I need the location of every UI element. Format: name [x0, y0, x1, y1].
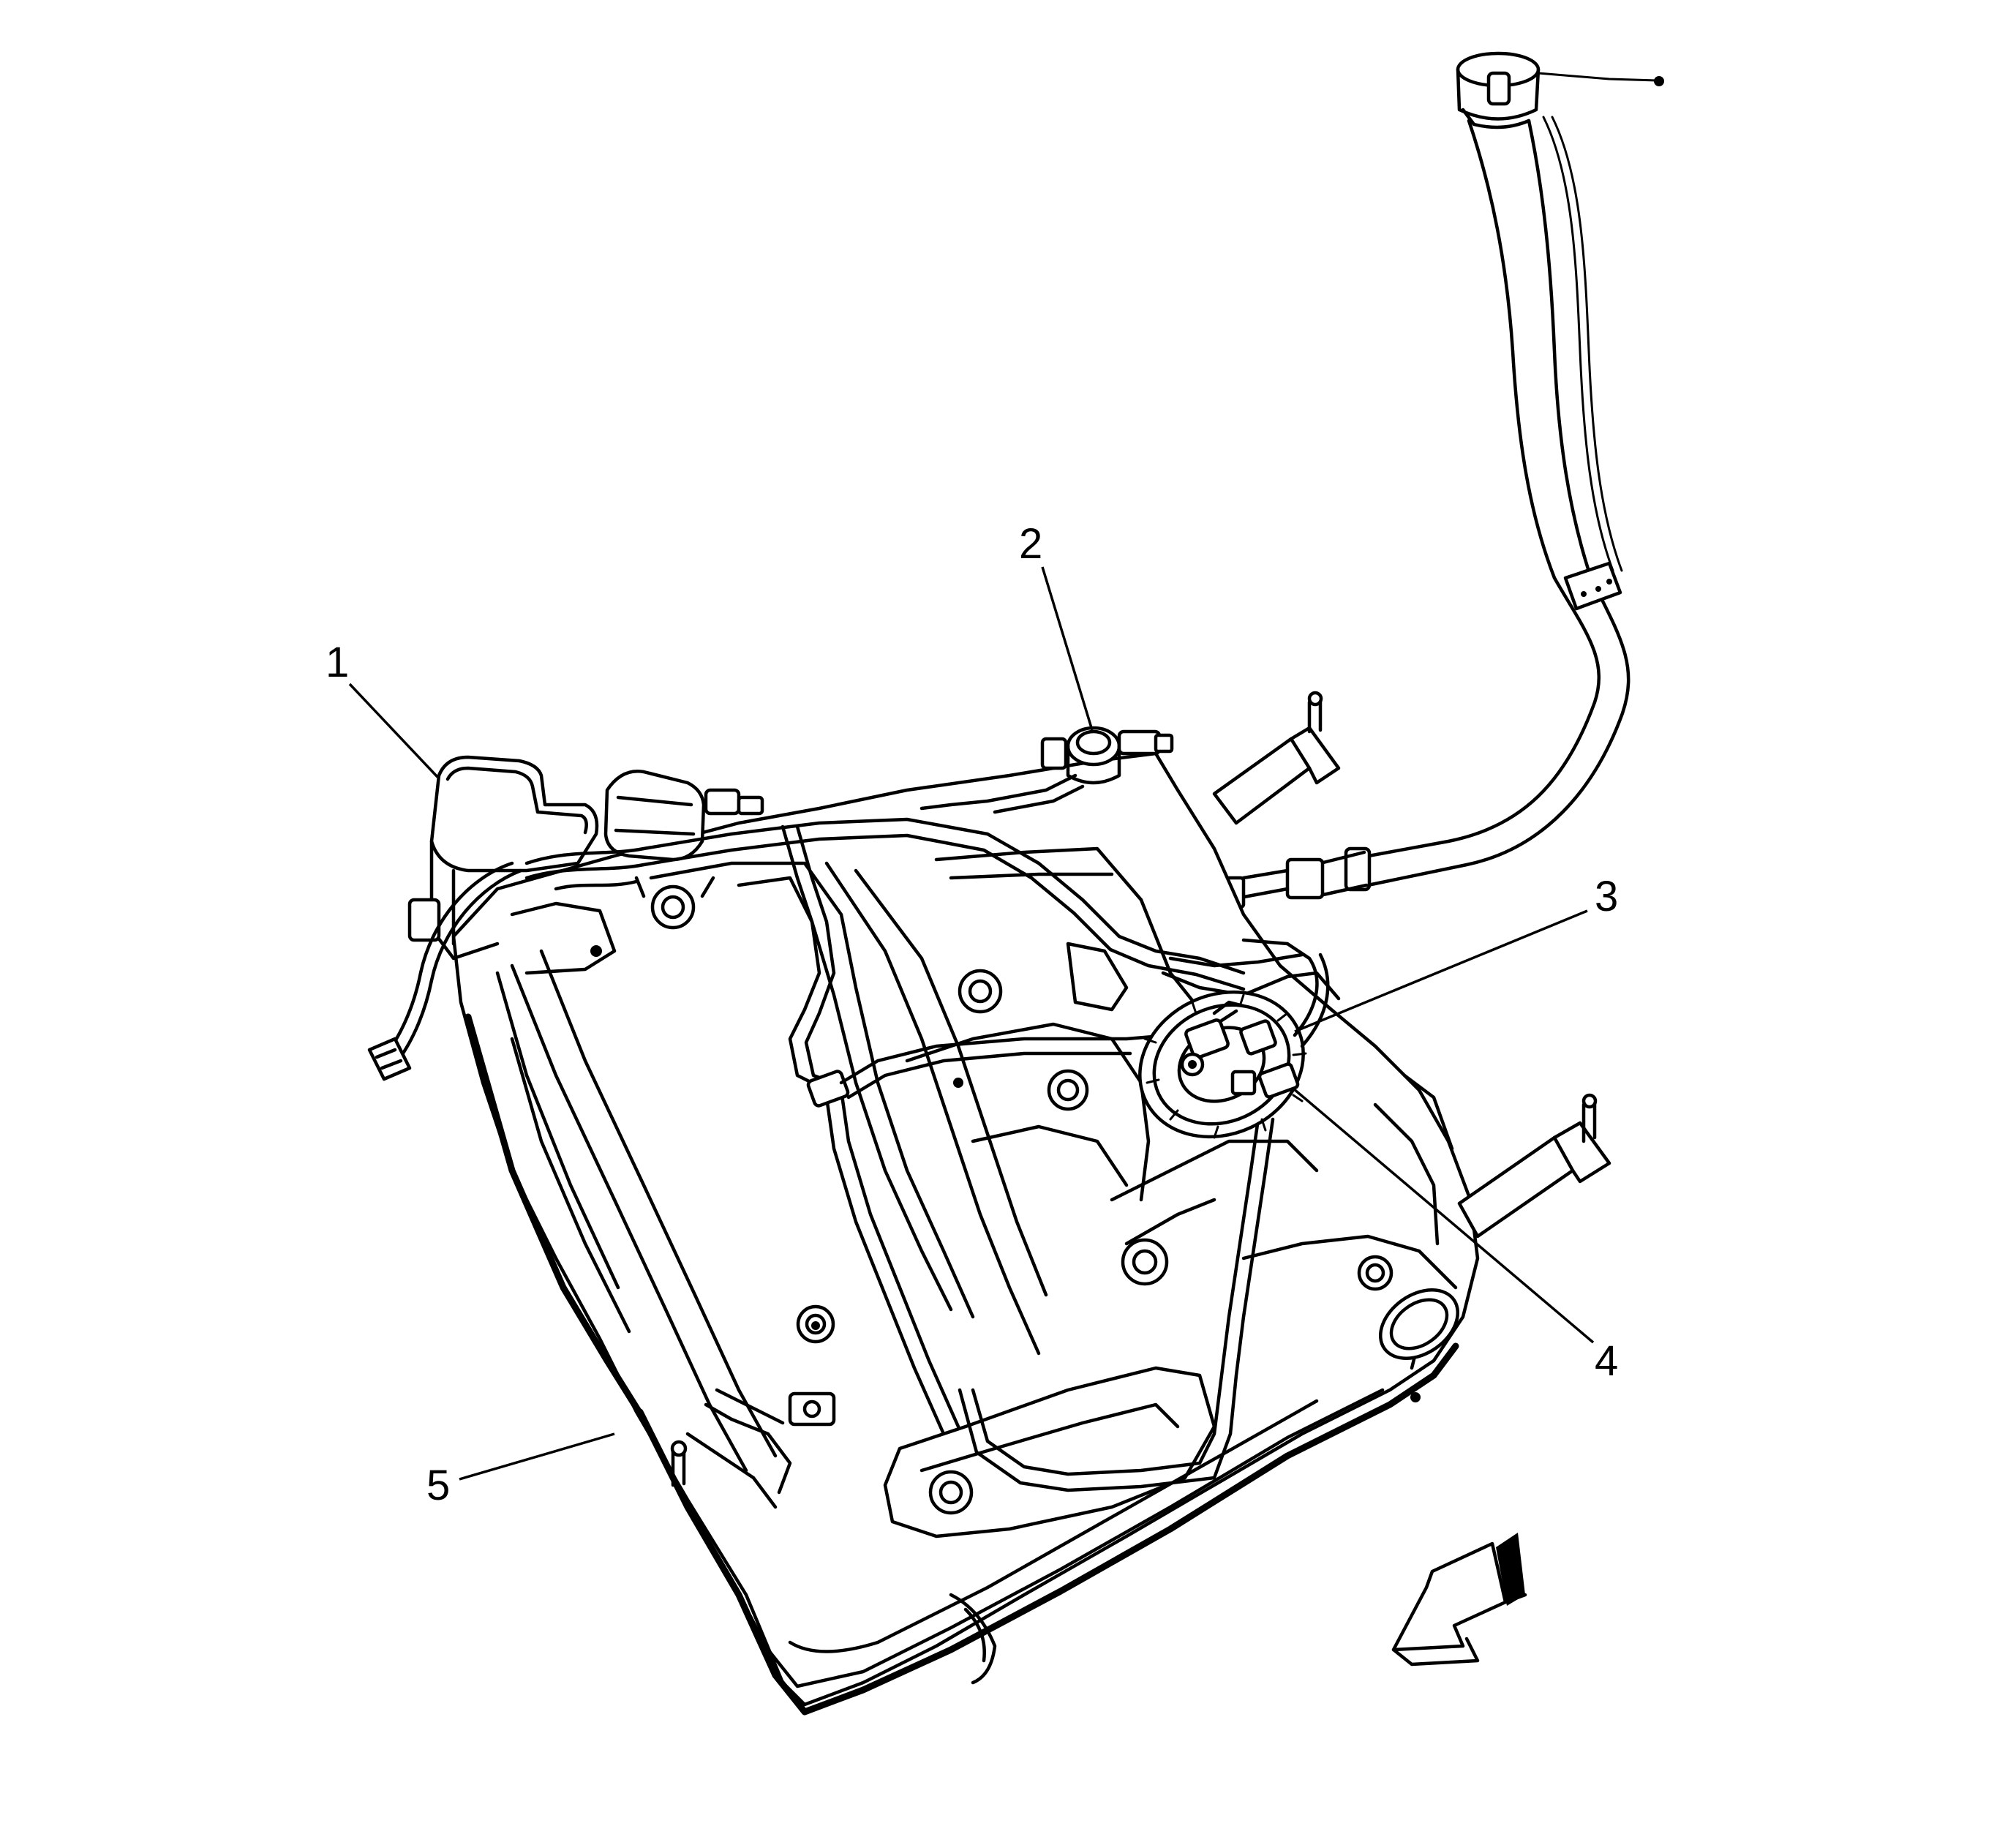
fuel-filler-pipe: [1212, 51, 1664, 909]
front-direction-arrow-icon: [1391, 1533, 1527, 1667]
leader-line-2: [1041, 566, 1094, 731]
leader-line-3: [1294, 909, 1588, 1033]
callouts: 1 2 3 4 5: [326, 520, 1618, 1509]
leader-line-5: [459, 1432, 615, 1481]
fuel-lines: [524, 817, 1341, 1492]
callout-1: 1: [326, 639, 349, 686]
fuel-pump-module: [1138, 938, 1330, 1139]
fuel-tank-pressure-sensor: [919, 726, 1174, 814]
callout-4: 4: [1595, 1337, 1618, 1385]
leader-line-1: [348, 683, 439, 778]
leader-line-4: [1292, 1087, 1595, 1344]
evap-canister: [367, 755, 764, 1081]
callout-3: 3: [1595, 873, 1618, 920]
callout-2: 2: [1019, 520, 1042, 568]
callout-5: 5: [426, 1462, 450, 1509]
